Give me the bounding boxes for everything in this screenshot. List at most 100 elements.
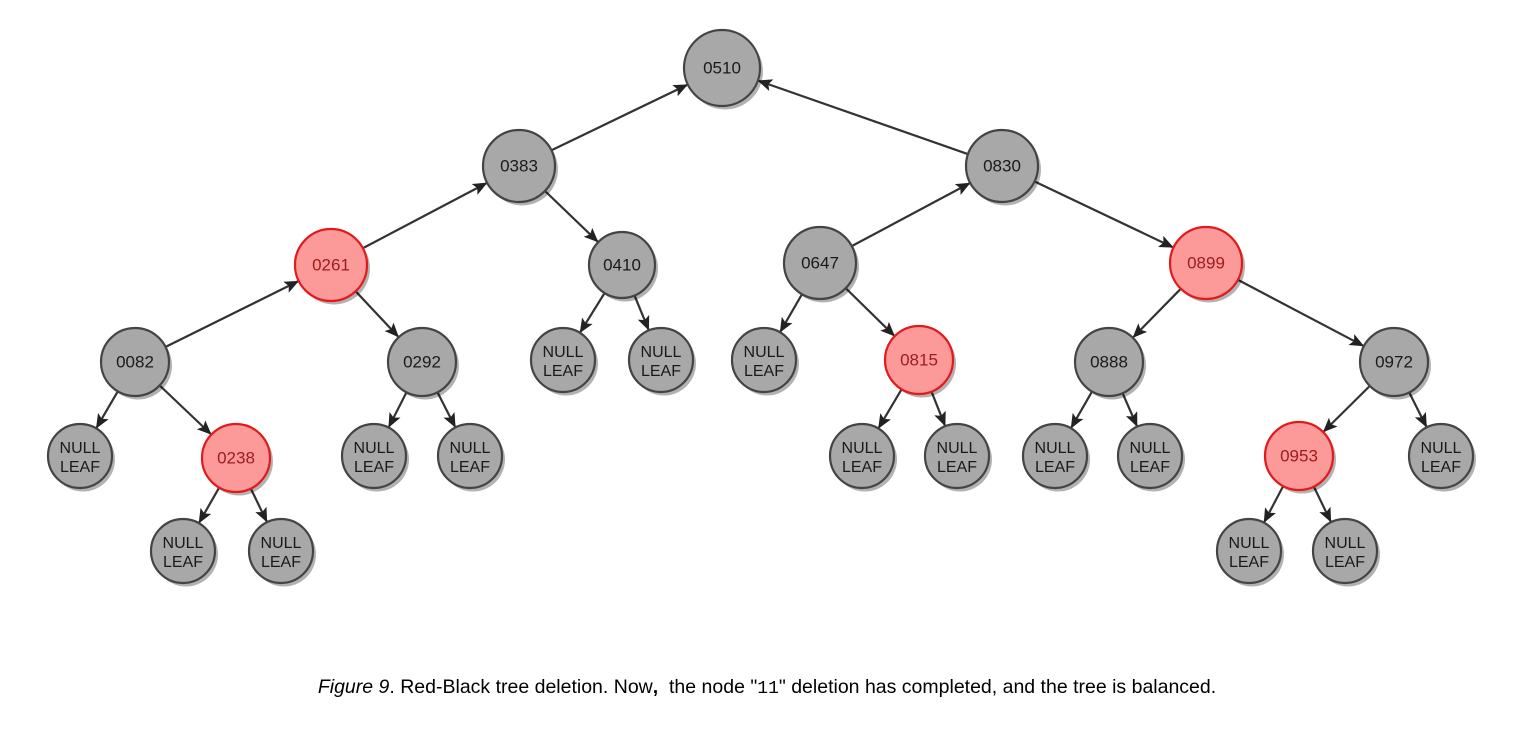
black-node-circle[interactable]: [436, 422, 504, 490]
black-node-circle[interactable]: [1215, 517, 1283, 585]
tree-edge: [852, 182, 971, 247]
black-node-circle[interactable]: [149, 517, 217, 585]
black-node-circle[interactable]: [1021, 422, 1089, 490]
node-value-label: 0953: [1280, 447, 1318, 466]
node-value-label: 0972: [1375, 353, 1413, 372]
null-leaf-label-line1: NULL: [1421, 440, 1462, 457]
null-leaf-label-line1: NULL: [842, 440, 883, 457]
null-leaf-label-line2: LEAF: [354, 459, 394, 476]
black-node-circle[interactable]: [828, 422, 896, 490]
tree-edge: [1121, 393, 1138, 427]
black-node-circle[interactable]: [1358, 326, 1430, 398]
black-node-circle[interactable]: [923, 422, 991, 490]
black-node-circle[interactable]: [529, 326, 597, 394]
tree-node-0953[interactable]: 0953: [1263, 420, 1336, 494]
black-node-circle[interactable]: [1407, 422, 1475, 490]
null-leaf-node[interactable]: NULL LEAF: [828, 422, 897, 492]
null-leaf-node[interactable]: NULL LEAF: [149, 517, 218, 587]
tree-node-0647[interactable]: 0647: [782, 225, 859, 303]
tree-node-0815[interactable]: 0815: [883, 324, 956, 398]
null-leaf-label-line1: NULL: [937, 440, 978, 457]
figure-number: Figure 9: [317, 676, 390, 698]
black-node-circle[interactable]: [782, 225, 858, 301]
tree-edge: [877, 389, 903, 429]
null-leaf-label-line1: NULL: [261, 535, 302, 552]
black-node-circle[interactable]: [730, 326, 798, 394]
tree-node-0510[interactable]: 0510: [682, 28, 763, 110]
null-leaf-label-line1: NULL: [543, 344, 584, 361]
null-leaf-label-line1: NULL: [1035, 440, 1076, 457]
tree-edge: [930, 392, 946, 427]
tree-node-0830[interactable]: 0830: [964, 128, 1041, 206]
null-leaf-label-line2: LEAF: [163, 554, 203, 571]
black-node-circle[interactable]: [1073, 326, 1145, 398]
tree-edges: [95, 79, 1428, 524]
red-node-circle[interactable]: [200, 422, 272, 494]
black-node-circle[interactable]: [964, 128, 1040, 204]
tree-edge: [250, 489, 268, 523]
red-node-circle[interactable]: [293, 227, 369, 303]
black-node-circle[interactable]: [340, 422, 408, 490]
null-leaf-label-line1: NULL: [641, 344, 682, 361]
caption-text-part2: the node ": [669, 676, 758, 698]
tree-node-0888[interactable]: 0888: [1073, 326, 1146, 400]
tree-node-0082[interactable]: 0082: [99, 326, 172, 400]
tree-node-0292[interactable]: 0292: [386, 326, 459, 400]
black-node-circle[interactable]: [247, 517, 315, 585]
tree-node-0383[interactable]: 0383: [481, 128, 558, 206]
node-value-label: 0647: [801, 254, 839, 273]
null-leaf-label-line1: NULL: [60, 440, 101, 457]
tree-edge: [1070, 391, 1093, 429]
tree-edge: [95, 391, 119, 429]
null-leaf-label-line1: NULL: [1229, 535, 1270, 552]
null-leaf-label-line1: NULL: [163, 535, 204, 552]
black-node-circle[interactable]: [1116, 422, 1184, 490]
caption-comma: ,: [652, 676, 659, 698]
black-node-circle[interactable]: [99, 326, 171, 398]
null-leaf-label-line2: LEAF: [842, 459, 882, 476]
black-node-circle[interactable]: [587, 230, 657, 300]
null-leaf-node[interactable]: NULL LEAF: [1021, 422, 1090, 492]
tree-node-0261[interactable]: 0261: [293, 227, 370, 305]
caption-text-part1: . Red-Black tree deletion. Now: [389, 676, 653, 698]
tree-edge: [1034, 180, 1174, 249]
null-leaf-label-line2: LEAF: [1035, 459, 1075, 476]
black-node-circle[interactable]: [1311, 517, 1379, 585]
black-node-circle[interactable]: [386, 326, 458, 398]
red-node-circle[interactable]: [1168, 225, 1244, 301]
tree-edge: [845, 288, 895, 337]
tree-node-0410[interactable]: 0410: [587, 230, 658, 302]
red-node-circle[interactable]: [883, 324, 955, 396]
node-value-label: 0815: [900, 351, 938, 370]
node-value-label: 0830: [983, 157, 1021, 176]
black-node-circle[interactable]: [481, 128, 557, 204]
red-node-circle[interactable]: [1263, 420, 1335, 492]
null-leaf-node[interactable]: NULL LEAF: [1215, 517, 1284, 587]
tree-edge: [165, 280, 300, 348]
black-node-circle[interactable]: [682, 28, 762, 108]
tree-node-0972[interactable]: 0972: [1358, 326, 1431, 400]
null-leaf-node[interactable]: NULL LEAF: [46, 422, 115, 492]
black-node-circle[interactable]: [46, 422, 114, 490]
node-value-label: 0510: [703, 59, 741, 78]
node-value-label: 0410: [603, 256, 641, 275]
black-node-circle[interactable]: [627, 326, 695, 394]
null-leaf-label-line2: LEAF: [1229, 554, 1269, 571]
tree-edge: [198, 487, 220, 524]
tree-node-0238[interactable]: 0238: [200, 422, 273, 496]
null-leaf-label-line2: LEAF: [60, 459, 100, 476]
tree-diagram: 0510 0383 0830 0261 0410 0647 0899 0082 0292 0815…: [46, 28, 1476, 587]
tree-node-0899[interactable]: 0899: [1168, 225, 1245, 303]
tree-edge: [757, 79, 968, 155]
